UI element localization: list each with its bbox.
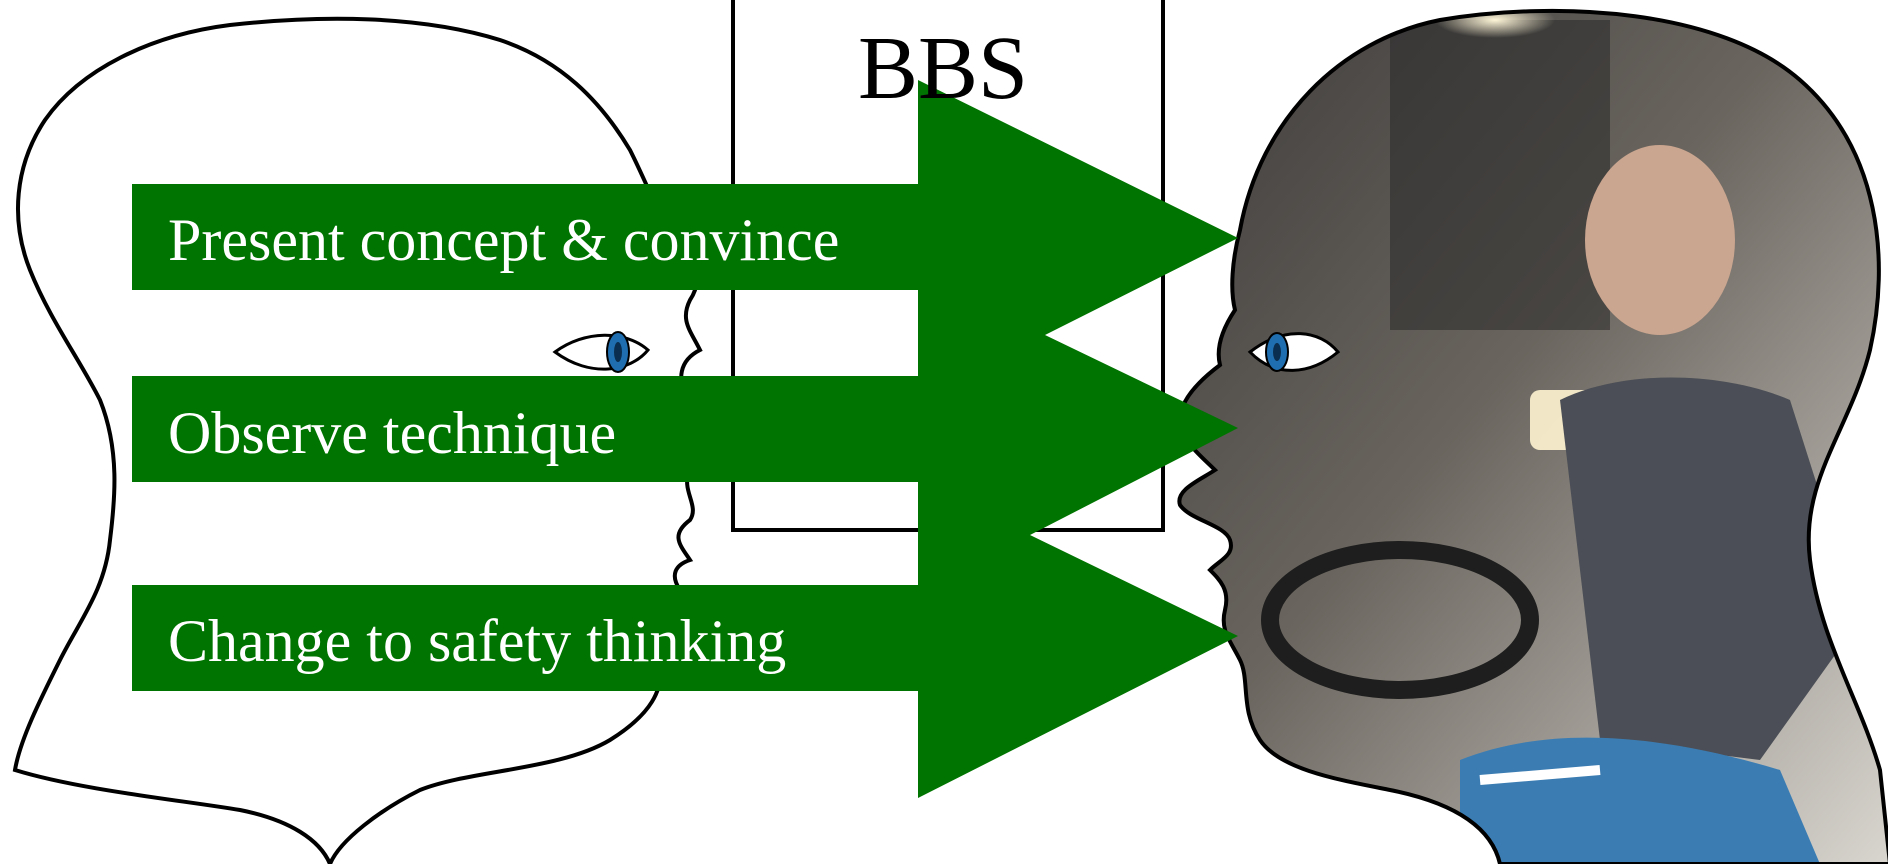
right-head-photo: [1177, 8, 1888, 864]
eye-icon: [1247, 332, 1341, 372]
triple-arrowhead: [918, 80, 1238, 798]
step-label-observe: Observe technique: [168, 400, 617, 466]
arrow-bar-2: [132, 376, 932, 482]
arrow-bar-3: [132, 585, 932, 691]
eye-icon: [552, 331, 651, 373]
title-bbs: BBS: [858, 19, 1029, 118]
step-label-present: Present concept & convince: [168, 207, 840, 273]
arrow-bar-1: [132, 184, 932, 290]
step-label-change: Change to safety thinking: [168, 608, 787, 674]
